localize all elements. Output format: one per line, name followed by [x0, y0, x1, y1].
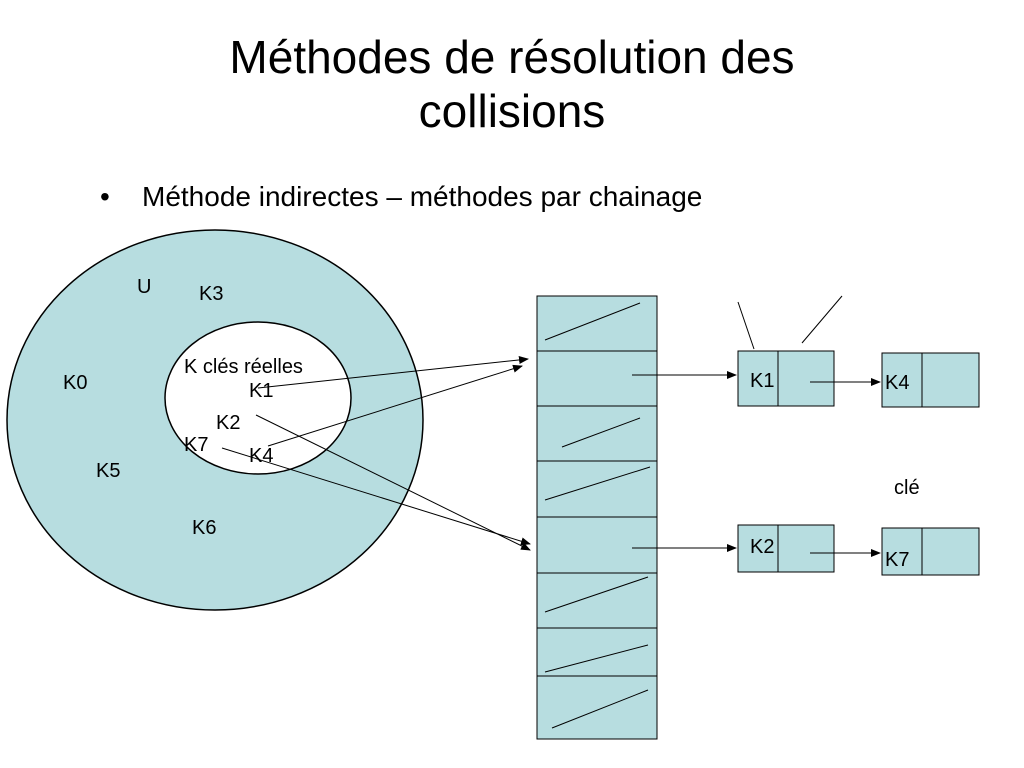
actual-key-k7: K7	[184, 434, 208, 456]
hash-table-slot	[536, 516, 658, 574]
nil-slash	[544, 466, 651, 501]
hash-arrow-k4	[267, 364, 523, 447]
nil-slash	[544, 644, 649, 673]
actual-key-k2: K2	[216, 412, 240, 434]
chain-node-k1-key: K1	[750, 370, 774, 392]
chain-pointers	[632, 371, 881, 557]
actual-keys-label: K clés réelles	[184, 356, 303, 378]
universe-key-k3: K3	[199, 283, 223, 305]
bullet-text: Méthode indirectes – méthodes par chaina…	[142, 181, 703, 212]
actual-key-k1: K1	[249, 380, 273, 402]
hash-table-slot	[536, 627, 658, 677]
chain-node-k7	[881, 527, 980, 576]
chain-node-k2	[737, 524, 835, 573]
chain-node-k7-key: K7	[885, 549, 909, 571]
nil-slash	[544, 302, 641, 341]
nil-slash	[551, 689, 649, 729]
nil-markers	[544, 302, 651, 729]
hash-table	[536, 295, 658, 740]
nil-slash	[561, 417, 641, 448]
hash-table-slot	[536, 675, 658, 740]
universe-label: U	[137, 276, 151, 298]
actual-keys-set-ellipse	[164, 321, 352, 475]
slide-title-line-1: Méthodes de résolution des	[229, 31, 795, 83]
slide-title-line-2: collisions	[418, 85, 606, 137]
chain-node-k4	[881, 352, 980, 408]
chain-node-k4-key: K4	[885, 372, 909, 394]
bullet-item: • Méthode indirectes – méthodes par chain…	[100, 180, 702, 214]
hash-table-slot	[536, 350, 658, 407]
universe-key-k0: K0	[63, 372, 87, 394]
hash-arrow-k7	[221, 447, 531, 546]
hash-table-slot	[536, 460, 658, 518]
chain-node-k1	[737, 350, 835, 407]
callout-line-key	[737, 301, 755, 350]
universe-key-k5: K5	[96, 460, 120, 482]
key-field-label: clé	[894, 477, 920, 499]
bullet-dot-icon: •	[100, 181, 110, 212]
hash-table-slot	[536, 572, 658, 629]
nil-slash	[544, 576, 649, 613]
actual-key-k4: K4	[249, 445, 273, 467]
callout-line-pointer	[801, 295, 843, 344]
hash-arrow-k1	[257, 355, 529, 389]
hash-arrow-k2	[255, 414, 531, 551]
hash-arrows	[221, 355, 531, 551]
hash-table-slot	[536, 295, 658, 352]
universe-key-k6: K6	[192, 517, 216, 539]
slide-title: Méthodes de résolution des collisions	[0, 30, 1024, 138]
chain-node-k2-key: K2	[750, 536, 774, 558]
